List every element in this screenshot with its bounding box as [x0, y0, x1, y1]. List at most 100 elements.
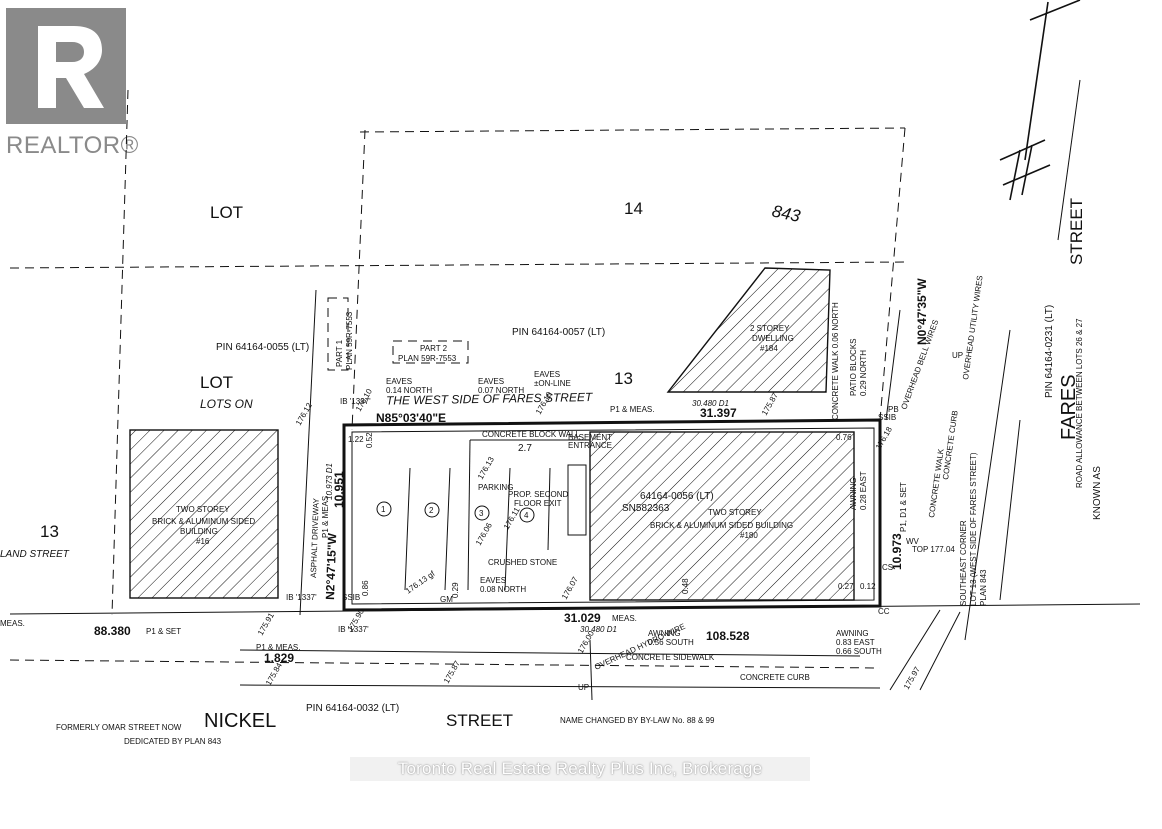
p1-d1-set: P1, D1 & SET [899, 482, 908, 532]
main-building [589, 431, 855, 601]
fares-street-lines [889, 0, 1081, 691]
left-building [129, 429, 279, 599]
elev-14: 175.97 [902, 665, 922, 691]
parking-spot-3 [474, 505, 490, 521]
awning-083-b: 0.83 EAST [836, 638, 875, 647]
dim-27: 2.7 [518, 443, 532, 454]
dim-left-d1: 10.973 D1 [325, 463, 334, 500]
gm-label: GM [440, 595, 453, 604]
top-elevation: TOP 177.04 [912, 545, 955, 554]
name-changed-label: NAME CHANGED BY BY-LAW No. 88 & 99 [560, 716, 715, 725]
dim-108: 108.528 [706, 629, 750, 643]
pin-0057: PIN 64164-0057 (LT) [512, 327, 605, 338]
dim-bottom-meas: MEAS. [612, 614, 637, 623]
cs-label: CS [882, 563, 893, 572]
spot-4-label: 4 [524, 511, 529, 520]
ib-1337-c: IB '1337' [338, 625, 369, 634]
dedicated-label: DEDICATED BY PLAN 843 [124, 737, 222, 746]
offset-012: 0.12 [860, 582, 876, 591]
offset-027: 0.27 [838, 582, 854, 591]
eaves-008-a: EAVES [480, 576, 506, 585]
elev-15: 176.18 [874, 425, 894, 451]
pin-0032: PIN 64164-0032 (LT) [306, 703, 399, 714]
elev-7: 176.07 [560, 575, 580, 601]
parking-spot-2 [424, 502, 440, 518]
awning-083-c: 0.66 SOUTH [836, 647, 882, 656]
spot-3-label: 3 [479, 509, 484, 518]
spot-1-label: 1 [381, 505, 386, 514]
lot-number-13-left: 13 [40, 522, 59, 541]
dim-bottom-d1: 30.480 D1 [580, 625, 617, 634]
awning-056-b: 0.56 SOUTH [648, 638, 694, 647]
elev-13: 176.00 [576, 629, 596, 655]
spot-2-label: 2 [429, 506, 434, 515]
realtor-logo-text: REALTOR® [6, 132, 139, 159]
concrete-curb-right: CONCRETE CURB [941, 410, 960, 480]
prop-second-a: PROP. SECOND [508, 490, 569, 499]
lot-number-13-mid: 13 [614, 369, 633, 388]
offset-048: 0.48 [681, 578, 690, 594]
pb-label: PB [888, 405, 899, 414]
p1-set: P1 & SET [146, 627, 181, 636]
plan-843-label: 843 [770, 201, 802, 226]
offset-086: 0.86 [361, 580, 370, 596]
building-pin: 64164-0056 (LT) [640, 491, 714, 502]
street-label-right: STREET [1067, 198, 1086, 265]
wv-label: WV [906, 537, 920, 546]
dwelling-b: DWELLING [752, 334, 794, 343]
part2-label-a: PART 2 [420, 344, 448, 353]
dwelling-a: 2 STOREY [750, 324, 790, 333]
basement-entrance-b: ENTRANCE [568, 441, 612, 450]
meas-left: MEAS. [0, 619, 25, 628]
patio-a: PATIO BLOCKS [849, 339, 858, 397]
dim-top: 31.397 [700, 406, 737, 420]
crushed-stone: CRUSHED STONE [488, 558, 557, 567]
dim-top-d1: 30.480 D1 [692, 399, 729, 408]
parking-spot-4 [519, 507, 535, 523]
awning-028-b: 0.28 EAST [859, 471, 868, 510]
eaves-007-a: EAVES [478, 377, 504, 386]
dim-88: 88.380 [94, 624, 131, 638]
dim-1829: 1.829 [264, 651, 294, 665]
p1-meas-bl: P1 & MEAS. [256, 643, 300, 652]
p1-meas-top: P1 & MEAS. [610, 405, 654, 414]
building-sn: SN582363 [622, 503, 670, 514]
offset-052: 0.52 [365, 432, 374, 448]
lot-label-left: LOT [200, 373, 233, 392]
offset-076: 0.76 [836, 433, 852, 442]
left-building-b: BRICK & ALUMINUM SIDED [152, 517, 255, 526]
up-top: UP [952, 351, 963, 360]
lot-label-top: LOT [210, 203, 243, 222]
se-corner-a: SOUTHEAST CORNER [959, 520, 968, 606]
land-street-label: LAND STREET [0, 549, 70, 560]
eaves-014-a: EAVES [386, 377, 412, 386]
parking-spot-1 [376, 501, 392, 517]
dim-left: 10.951 [332, 471, 346, 508]
road-allowance-label: ROAD ALLOWANCE BETWEEN LOTS 26 & 27 [1075, 318, 1084, 488]
dim-bottom: 31.029 [564, 611, 601, 625]
elev-3: 176.06 [474, 521, 494, 547]
asphalt-driveway: ASPHALT DRIVEWAY [309, 497, 321, 578]
part2-label-b: PLAN 59R-7553 [398, 354, 457, 363]
lot-lines [9, 89, 1141, 701]
eaves-014-b: 0.14 NORTH [386, 386, 432, 395]
eaves-online-b: ±ON-LINE [534, 379, 571, 388]
fares-label: FARES [1058, 374, 1080, 440]
realtor-r-icon [6, 8, 126, 124]
part1-label-a: PART 1 [335, 339, 344, 367]
concrete-curb-bottom: CONCRETE CURB [740, 673, 810, 682]
building-num: #180 [740, 531, 758, 540]
left-building-num: #16 [196, 537, 210, 546]
part1-label-b: PLAN 59R-7553 [345, 311, 354, 370]
left-building-a: TWO STOREY [176, 505, 230, 514]
basement-entrance-a: BASEMENT [568, 433, 612, 442]
formerly-label: FORMERLY OMAR STREET NOW [56, 723, 182, 732]
prop-second-b: FLOOR EXIT [514, 499, 562, 508]
known-as-label: KNOWN AS [1092, 466, 1103, 520]
realtor-logo: REALTOR® [2, 4, 138, 159]
pin-0231: PIN 64164-0231 (LT) [1044, 305, 1055, 398]
west-side-label: THE WEST SIDE OF FARES STREET [386, 390, 594, 408]
elev-12: 175.87 [760, 391, 780, 417]
patio-b: 0.29 NORTH [859, 350, 868, 396]
